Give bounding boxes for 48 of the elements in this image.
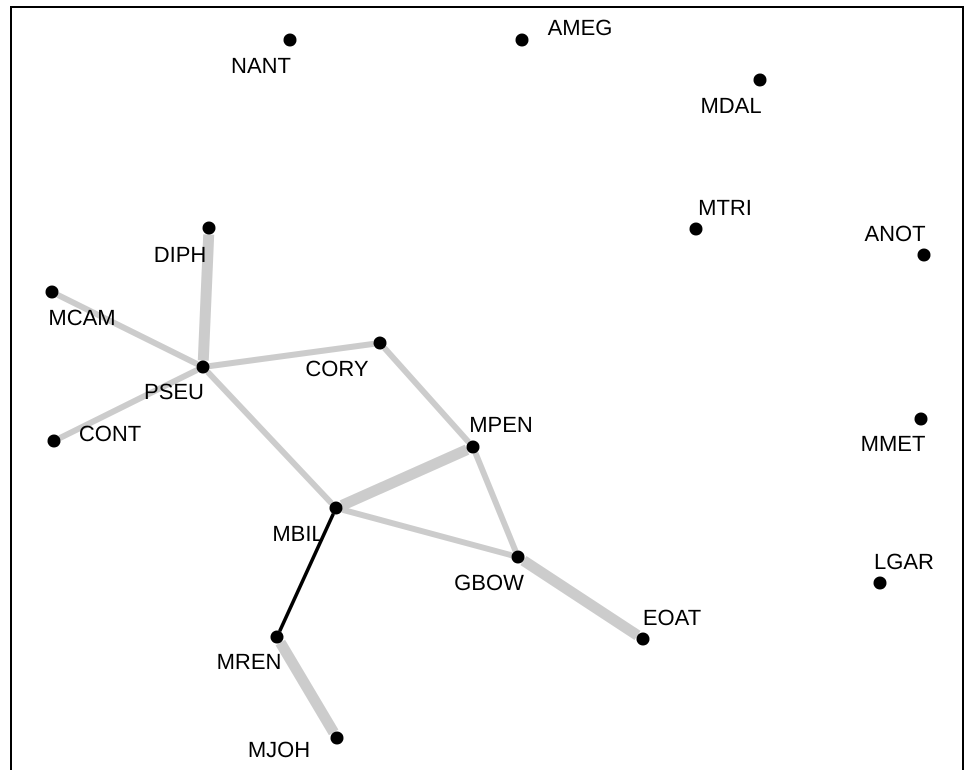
node-dot [636, 632, 650, 646]
edge-line [342, 506, 512, 558]
edge-line [278, 513, 335, 632]
node-dot [330, 502, 342, 514]
node-dot [46, 286, 58, 298]
node-label: EOAT [642, 607, 702, 629]
node-dot [330, 732, 344, 744]
node-dot [48, 434, 60, 448]
edge-line [56, 292, 199, 367]
node-dot [466, 440, 480, 454]
node-label: NANT [231, 55, 291, 77]
node-label: MREN [216, 651, 282, 673]
node-label: ANOT [864, 223, 926, 245]
node-dot [918, 248, 930, 262]
edge-line [472, 452, 518, 552]
node-dot [374, 336, 386, 350]
node-label: MBIL [272, 523, 324, 545]
node-label: MMET [860, 433, 926, 455]
edge-line [209, 340, 374, 370]
edge-line [340, 444, 470, 510]
node-label: CONT [78, 423, 142, 445]
node-label: MCAM [48, 307, 116, 329]
node-dot [914, 412, 928, 426]
edge-line [520, 556, 641, 640]
edge-line [276, 640, 338, 736]
node-dot [284, 34, 296, 46]
node-dot [512, 550, 524, 564]
node-label: LGAR [874, 551, 934, 573]
edge-line [382, 346, 471, 444]
node-label: GBOW [454, 572, 524, 594]
node-label: MJOH [248, 739, 310, 761]
node-label: CORY [305, 358, 369, 380]
edge-line [198, 234, 214, 361]
node-label: AMEG [548, 17, 612, 39]
node-label: DIPH [154, 244, 206, 266]
edge-line [205, 370, 334, 506]
node-dot [754, 74, 766, 86]
node-dot [270, 630, 284, 644]
node-label: MTRI [698, 197, 752, 219]
node-label: PSEU [144, 381, 204, 403]
node-dot [202, 222, 216, 234]
node-label: MPEN [469, 414, 533, 436]
node-dot [690, 222, 702, 236]
edge-line [58, 367, 199, 441]
node-dot [516, 34, 528, 46]
node-label: MDAL [700, 95, 762, 117]
node-dot [196, 360, 210, 374]
node-dot [874, 576, 886, 590]
